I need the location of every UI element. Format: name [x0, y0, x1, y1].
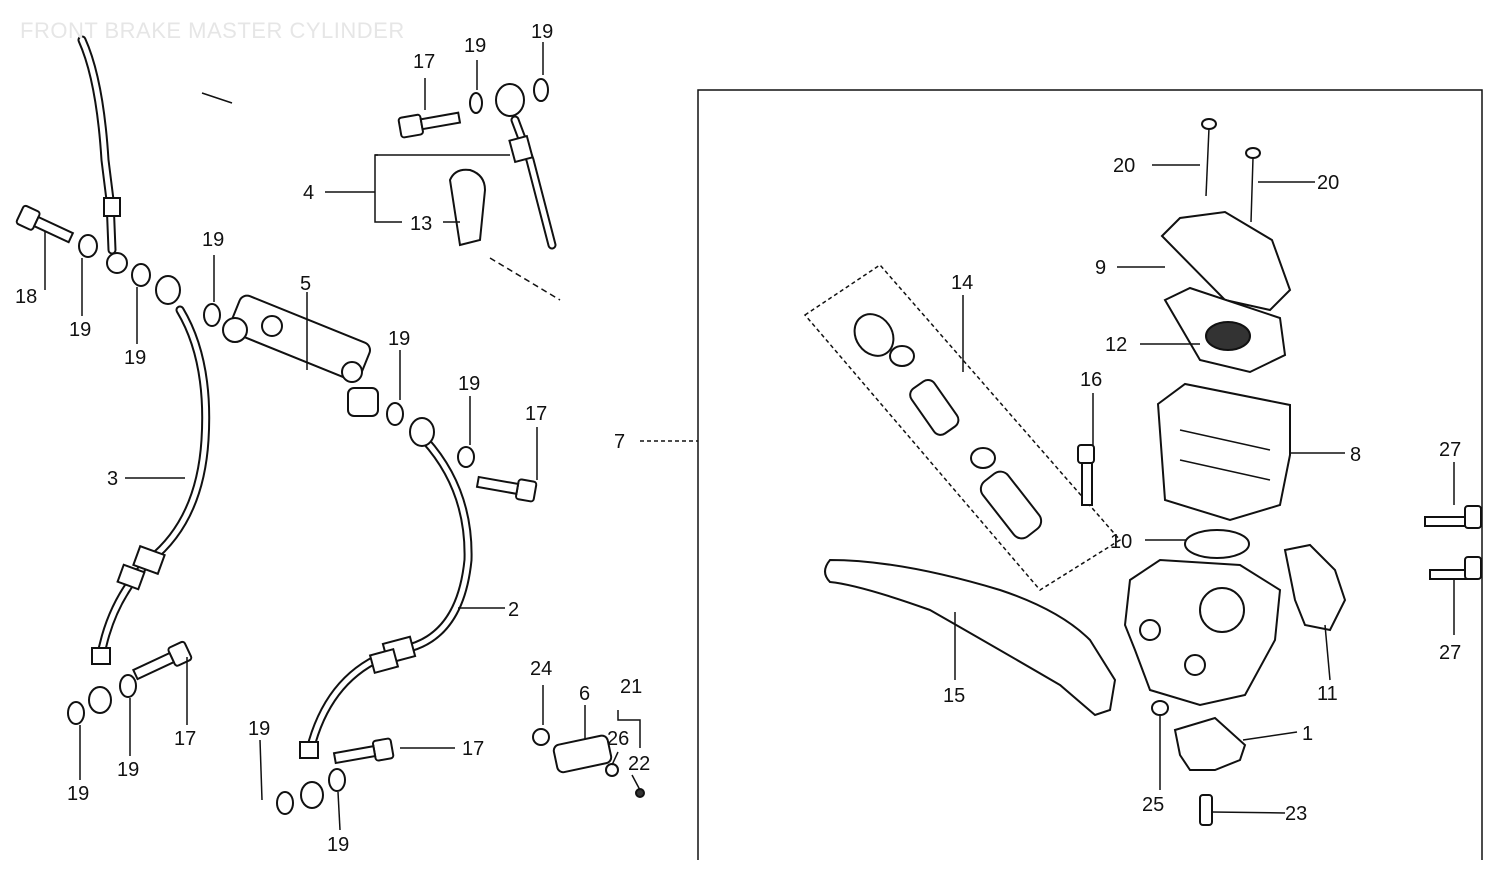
bolts-17 [131, 111, 538, 765]
callout-19: 19 [327, 834, 349, 856]
callout-24: 24 [530, 658, 552, 680]
callout-labels: 17 19 19 4 13 18 19 19 19 5 19 19 17 3 2… [15, 21, 1461, 856]
callout-14: 14 [951, 272, 973, 294]
callout-7: 7 [614, 431, 625, 453]
piston-kit [803, 264, 1122, 591]
pivot-bolt [1077, 444, 1095, 506]
callout-16: 16 [1080, 369, 1102, 391]
upper-hose-fitting [495, 83, 557, 250]
callout-19: 19 [67, 783, 89, 805]
sealing-washers-19 [67, 78, 549, 815]
rubber-boot [448, 168, 487, 247]
holder-clamp [1283, 543, 1347, 632]
callout-5: 5 [300, 273, 311, 295]
callout-19: 19 [458, 373, 480, 395]
callout-20: 20 [1317, 172, 1339, 194]
brake-lever [824, 558, 1117, 717]
callout-9: 9 [1095, 257, 1106, 279]
callout-27: 27 [1439, 642, 1461, 664]
clamp-bolts [1424, 505, 1482, 580]
callout-20: 20 [1113, 155, 1135, 177]
callout-19: 19 [124, 347, 146, 369]
callout-8: 8 [1350, 444, 1361, 466]
diagram-title: FRONT BRAKE MASTER CYLINDER [20, 18, 405, 43]
callout-17: 17 [413, 51, 435, 73]
callout-21: 21 [620, 676, 642, 698]
master-cylinder-body [1123, 558, 1282, 707]
callout-19: 19 [464, 35, 486, 57]
callout-17: 17 [174, 728, 196, 750]
callout-17: 17 [525, 403, 547, 425]
callout-13: 13 [410, 213, 432, 235]
callout-19: 19 [248, 718, 270, 740]
cover-screws [1201, 118, 1261, 223]
assembly-frame [640, 89, 1483, 860]
switch-parts [532, 728, 645, 798]
callout-18: 18 [15, 286, 37, 308]
callout-26: 26 [607, 728, 629, 750]
callout-19: 19 [202, 229, 224, 251]
callout-25: 25 [1142, 794, 1164, 816]
callout-10: 10 [1110, 531, 1132, 553]
callout-1: 1 [1302, 723, 1313, 745]
callout-22: 22 [628, 753, 650, 775]
three-way-joint [222, 294, 379, 417]
callout-3: 3 [107, 468, 118, 490]
reservoir-body [1156, 382, 1291, 522]
diaphragm-plate [1163, 286, 1287, 374]
callout-6: 6 [579, 683, 590, 705]
callout-19: 19 [388, 328, 410, 350]
brake-switch [1151, 700, 1247, 771]
brake-hose-3 [88, 275, 211, 714]
callout-19: 19 [69, 319, 91, 341]
callout-19: 19 [117, 759, 139, 781]
callout-4: 4 [303, 182, 314, 204]
callout-23: 23 [1285, 803, 1307, 825]
callout-27: 27 [1439, 439, 1461, 461]
leader-lines [44, 42, 1455, 831]
callout-12: 12 [1105, 334, 1127, 356]
callout-15: 15 [943, 685, 965, 707]
callout-2: 2 [508, 599, 519, 621]
bolt-18 [15, 204, 75, 244]
callout-17: 17 [462, 738, 484, 760]
switch-screw [1199, 794, 1213, 826]
brake-hose-2 [299, 417, 473, 809]
upper-brake-hose [77, 35, 128, 274]
callout-19: 19 [531, 21, 553, 43]
callout-11: 11 [1317, 683, 1338, 705]
o-ring [1184, 529, 1250, 559]
